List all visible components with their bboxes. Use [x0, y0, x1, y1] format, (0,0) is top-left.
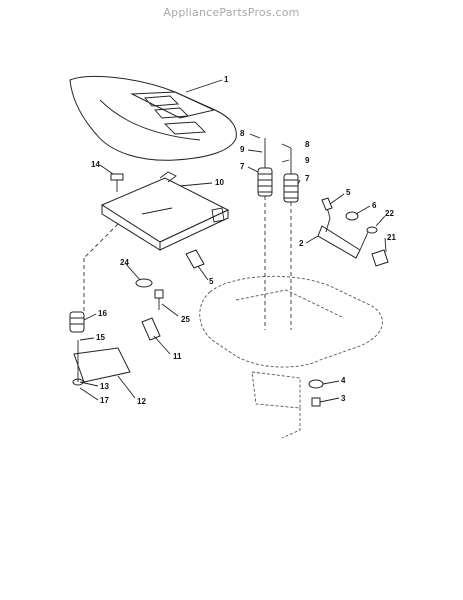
callout-21: 21: [387, 233, 396, 242]
callout-24: 24: [120, 258, 129, 267]
callout-6: 6: [372, 201, 377, 210]
callout-12: 12: [137, 397, 146, 406]
callout-14: 14: [91, 160, 100, 169]
callout-9-left: 9: [240, 145, 245, 154]
lower-plate-drawing: [69, 311, 131, 386]
leader-lines: [79, 79, 387, 403]
callout-2: 2: [299, 239, 304, 248]
callout-7-right: 7: [305, 174, 310, 183]
callout-9-right: 9: [305, 156, 310, 165]
seat-pan-drawing: [100, 171, 230, 251]
callout-16: 16: [98, 309, 107, 318]
callout-25: 25: [181, 315, 190, 324]
callout-8-left: 8: [240, 129, 245, 138]
callout-8-right: 8: [305, 140, 310, 149]
watermark: AppliancePartsPros.com: [163, 6, 300, 19]
callout-1: 1: [224, 75, 229, 84]
pivot-parts-drawing: [135, 249, 205, 341]
callout-13: 13: [100, 382, 109, 391]
callout-labels: 1 8 8 9 9 7 7 14 10 5 6 22 2 21 24 5 16 …: [91, 75, 396, 406]
callout-5-upper: 5: [346, 188, 351, 197]
callout-11: 11: [173, 352, 182, 361]
bolt-14-drawing: [110, 173, 124, 192]
callout-15: 15: [96, 333, 105, 342]
callout-22: 22: [385, 209, 394, 218]
callout-3: 3: [341, 394, 346, 403]
chassis-phantom-drawing: [83, 196, 383, 439]
seat-drawing: [69, 75, 237, 161]
bracket-assembly-drawing: [317, 197, 389, 267]
callout-7-left: 7: [240, 162, 245, 171]
springs-drawing: [257, 138, 299, 203]
callout-17: 17: [100, 396, 109, 405]
callout-10: 10: [215, 178, 224, 187]
callout-4: 4: [341, 376, 346, 385]
callout-5-lower: 5: [209, 277, 214, 286]
